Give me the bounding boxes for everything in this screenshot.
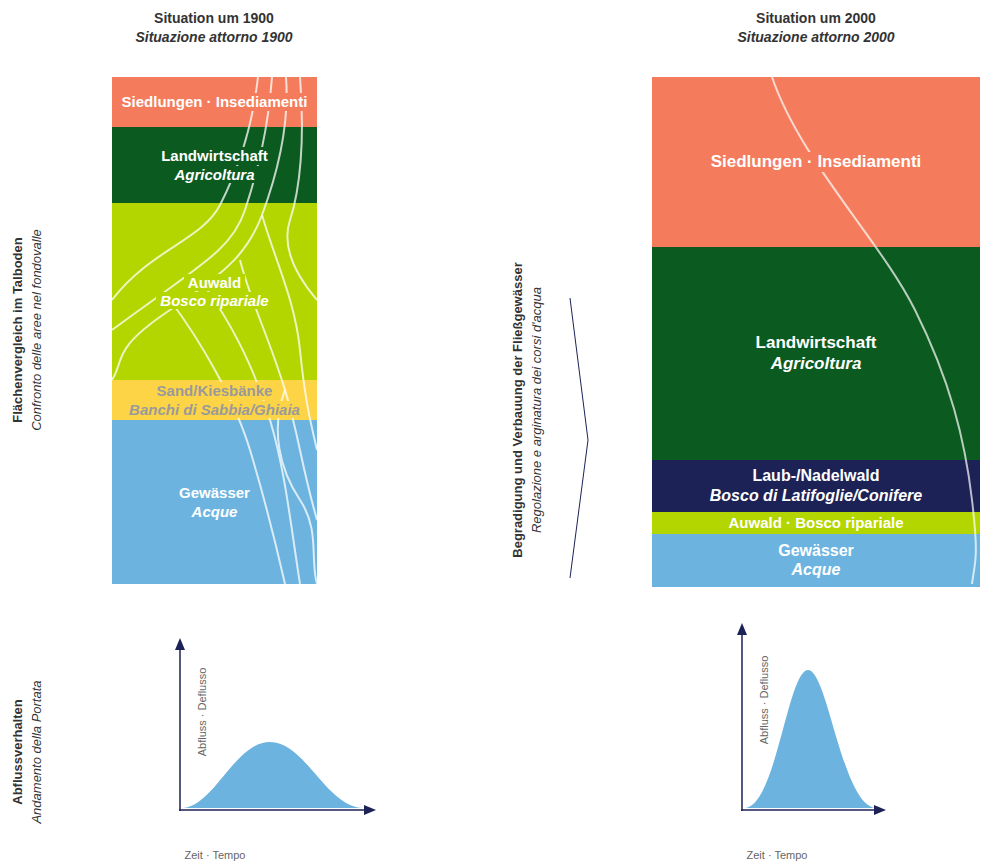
band-label: Gewässer	[774, 542, 858, 560]
axis-label: Zeit · Tempo	[185, 849, 246, 862]
axis-label: Abfluss · Deflusso	[758, 656, 771, 745]
process-label: Regolazione e arginatura dei corsi d'acq…	[529, 287, 545, 533]
braided-river	[112, 77, 317, 584]
band-label: Sand/Kiesbänke	[153, 382, 277, 399]
column-heading: Situazione attorno 2000	[737, 29, 894, 46]
land-use-band: GewässerAcque	[112, 420, 317, 584]
land-use-band: Sand/KiesbänkeBanchi di Sabbia/Ghiaia	[112, 380, 317, 420]
hydrograph	[737, 623, 886, 815]
land-use-band: Siedlungen · Insediamenti	[652, 77, 980, 247]
column-heading: Situation um 2000	[756, 10, 876, 27]
band-label: Landwirtschaft	[157, 147, 272, 164]
column-heading: Situazione attorno 1900	[135, 29, 292, 46]
regulated-river	[772, 77, 976, 584]
hydrograph	[175, 638, 376, 815]
axis-label: Zeit · Tempo	[747, 849, 808, 862]
change-bracket	[570, 298, 588, 578]
band-label: Siedlungen · Insediamenti	[118, 93, 312, 110]
band-label-translation: Banchi di Sabbia/Ghiaia	[125, 401, 304, 418]
band-label: Landwirtschaft	[752, 333, 881, 353]
axis-label: Abfluss · Deflusso	[196, 668, 209, 757]
land-use-band: Laub-/NadelwaldBosco di Latifoglie/Conif…	[652, 460, 980, 512]
land-use-band: AuwaldBosco ripariale	[112, 203, 317, 380]
band-label: Siedlungen · Insediamenti	[707, 152, 926, 172]
band-label-translation: Bosco ripariale	[156, 292, 272, 309]
band-label: Laub-/Nadelwald	[748, 467, 883, 485]
band-label: Auwald · Bosco ripariale	[724, 514, 907, 531]
land-use-band: Auwald · Bosco ripariale	[652, 512, 980, 534]
column-heading: Situation um 1900	[154, 10, 274, 27]
row-heading: Confronto delle aree nel fondovalle	[29, 229, 45, 431]
band-label-translation: Acque	[188, 503, 242, 520]
row-heading: Flächenvergleich im Talboden	[10, 237, 26, 422]
band-label: Auwald	[184, 274, 245, 291]
land-use-band: LandwirtschaftAgricoltura	[652, 247, 980, 460]
row-heading: Andamento della Portata	[29, 680, 45, 823]
band-label-translation: Agricoltura	[170, 166, 258, 183]
band-label-translation: Bosco di Latifoglie/Conifere	[706, 487, 926, 505]
process-label: Begradigung und Verbauung der Fließgewäs…	[510, 262, 526, 557]
land-use-band: LandwirtschaftAgricoltura	[112, 127, 317, 203]
band-label: Gewässer	[175, 484, 254, 501]
land-use-band: GewässerAcque	[652, 534, 980, 587]
row-heading: Abflussverhalten	[10, 699, 26, 804]
band-label-translation: Agricoltura	[767, 354, 866, 374]
band-label-translation: Acque	[788, 561, 845, 579]
